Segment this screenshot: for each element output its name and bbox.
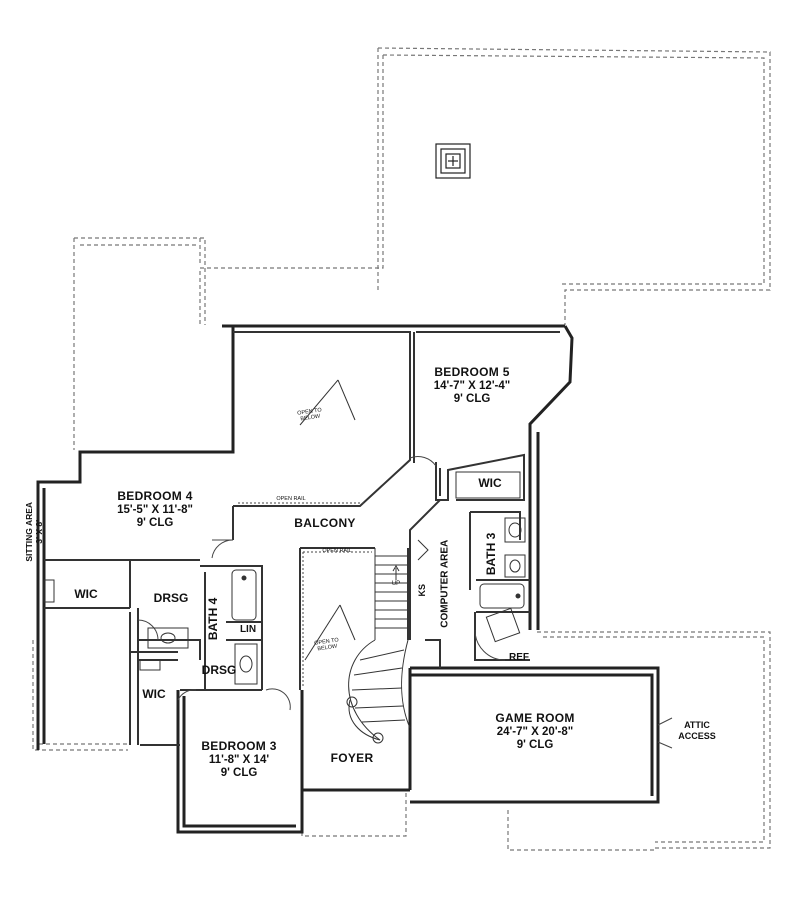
- game-room-ceiling: 9' CLG: [516, 739, 554, 752]
- linen-label: LIN: [239, 624, 257, 635]
- bedroom4-size: 15'-5" X 11'-8": [117, 503, 193, 516]
- interior-walls: [44, 331, 560, 746]
- open-rail-note-stair: OPEN RAIL: [322, 548, 352, 554]
- bedroom3-ceiling: 9' CLG: [220, 767, 258, 780]
- foyer-label: FOYER: [330, 751, 374, 765]
- sitting-area-size: 3' X 8': [34, 519, 44, 544]
- door-swings: [137, 456, 673, 749]
- bedroom4-label: BEDROOM 4 15'-5" X 11'-8" 9' CLG: [90, 489, 220, 530]
- bedroom4-ceiling: 9' CLG: [136, 517, 174, 530]
- open-rail-note-balcony: OPEN RAIL: [276, 496, 306, 502]
- sitting-area-label: SITTING AREA 3' X 8': [24, 487, 45, 577]
- computer-area-label: COMPUTER AREA: [439, 539, 451, 628]
- wic-bedroom3-label: WIC: [142, 687, 166, 701]
- bath-fixtures: [43, 471, 526, 685]
- wic-bedroom4-label: WIC: [74, 587, 98, 601]
- balcony-label: BALCONY: [294, 516, 356, 530]
- ks-label: KS: [416, 583, 427, 597]
- bath3-label: BATH 3: [484, 532, 499, 576]
- bedroom3-name: BEDROOM 3: [201, 739, 277, 753]
- game-room-label: GAME ROOM 24'-7" X 20'-8" 9' CLG: [460, 711, 610, 752]
- game-room-name: GAME ROOM: [495, 711, 575, 725]
- bedroom3-size: 11'-8" X 14': [208, 753, 270, 766]
- railing: [238, 502, 372, 688]
- attic-access-label: ATTIC ACCESS: [678, 720, 716, 741]
- stair-up-note: UP: [391, 581, 401, 587]
- exterior-walls: [36, 324, 660, 834]
- wic-bedroom5-label: WIC: [478, 476, 502, 490]
- game-room-size: 24'-7" X 20'-8": [496, 725, 574, 738]
- break-marks: [299, 379, 356, 661]
- bedroom5-name: BEDROOM 5: [434, 365, 510, 379]
- staircase: [346, 548, 411, 744]
- bedroom5-ceiling: 9' CLG: [453, 393, 491, 406]
- skylight-icon: [435, 143, 471, 179]
- roof-outline: [32, 47, 771, 851]
- bedroom3-label: BEDROOM 3 11'-8" X 14' 9' CLG: [184, 739, 294, 780]
- bedroom5-label: BEDROOM 5 14'-7" X 12'-4" 9' CLG: [412, 365, 532, 406]
- drsg-bedroom3-label: DRSG: [201, 663, 237, 677]
- drsg-bedroom4-label: DRSG: [153, 591, 189, 605]
- bedroom4-name: BEDROOM 4: [117, 489, 193, 503]
- bedroom5-size: 14'-7" X 12'-4": [433, 379, 511, 392]
- ref-label: REF: [509, 652, 529, 663]
- bath4-label: BATH 4: [206, 597, 221, 641]
